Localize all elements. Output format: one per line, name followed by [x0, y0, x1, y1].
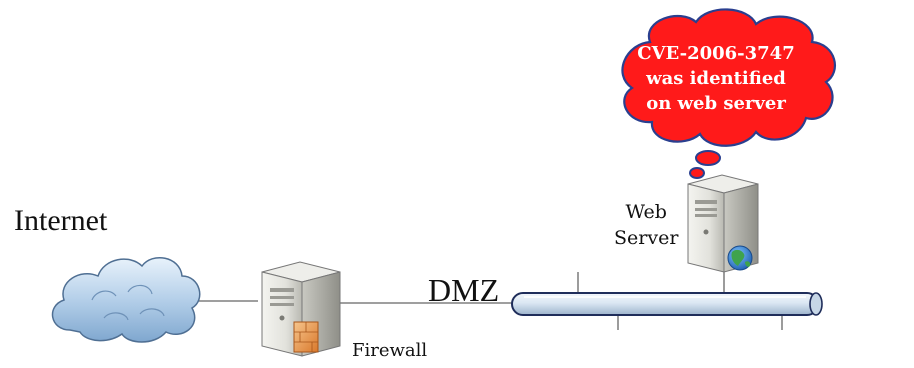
callout-text: CVE-2006-3747 was identified on web serv… — [626, 41, 806, 116]
web-server-icon — [687, 174, 759, 273]
vulnerability-callout-bubble — [621, 8, 836, 179]
internet-label: Internet — [14, 204, 108, 237]
callout-line-2: was identified — [646, 68, 786, 89]
globe-icon — [727, 245, 753, 271]
dmz-label: DMZ — [428, 272, 500, 308]
web-server-label: Web Server — [614, 200, 678, 251]
connection-lines — [192, 272, 783, 330]
web-server-label-line2: Server — [614, 226, 679, 249]
dmz-bus-pipe — [511, 292, 823, 316]
web-server-label-line1: Web — [625, 201, 667, 223]
callout-line-1: CVE-2006-3747 — [637, 43, 795, 64]
internet-cloud-icon — [51, 257, 201, 343]
firewall-brick-icon — [293, 321, 319, 353]
callout-line-3: on web server — [646, 93, 786, 114]
firewall-server-icon — [261, 261, 341, 357]
firewall-label: Firewall — [352, 340, 428, 361]
